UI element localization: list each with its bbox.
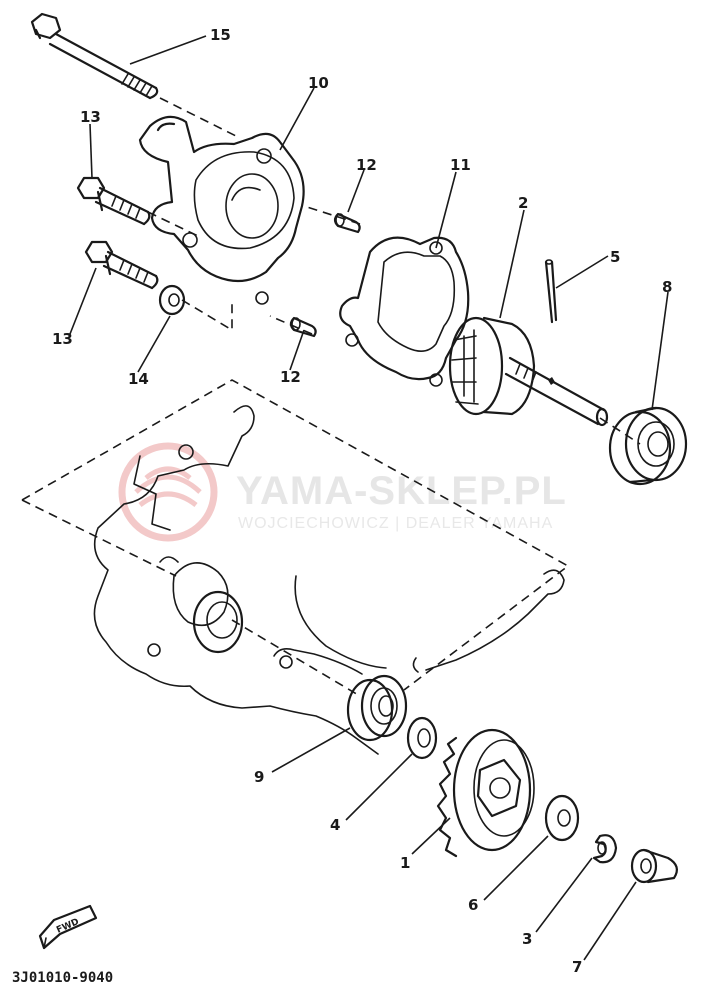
part-10-pump-housing bbox=[138, 115, 305, 305]
part-2-impeller bbox=[448, 316, 609, 427]
callout-14: 14 bbox=[128, 370, 149, 388]
part-15-long-bolt bbox=[30, 12, 159, 100]
part-4-washer bbox=[406, 716, 438, 760]
callout-15: 15 bbox=[210, 26, 231, 44]
part-code: 3J01010-9040 bbox=[12, 970, 113, 986]
assembly-guide-lines bbox=[21, 97, 641, 697]
callout-5: 5 bbox=[610, 248, 620, 266]
callout-labels: 15 10 13 13 12 12 11 2 5 8 14 9 4 1 6 3 … bbox=[52, 26, 672, 976]
callout-leaders bbox=[69, 35, 669, 961]
part-5-pin bbox=[544, 259, 558, 324]
callout-10: 10 bbox=[308, 74, 329, 92]
part-13-bolt-lower bbox=[84, 240, 159, 290]
watermark-brand: YAMA-SKLEP.PL bbox=[236, 469, 567, 513]
part-11-gasket bbox=[339, 236, 470, 387]
part-7-collar bbox=[630, 848, 679, 884]
callout-12-upper: 12 bbox=[356, 156, 377, 174]
callout-11: 11 bbox=[450, 156, 471, 174]
callout-7: 7 bbox=[572, 958, 582, 976]
part-3-circlip bbox=[592, 834, 618, 864]
part-12-dowel-lower bbox=[289, 316, 317, 338]
callout-13-upper: 13 bbox=[80, 108, 101, 126]
callout-9: 9 bbox=[254, 768, 264, 786]
callout-8: 8 bbox=[662, 278, 672, 296]
watermark: YAMA-SKLEP.PL WOJCIECHOWICZ | DEALER YAM… bbox=[118, 442, 567, 542]
callout-4: 4 bbox=[330, 816, 340, 834]
watermark-tagline: WOJCIECHOWICZ | DEALER YAMAHA bbox=[238, 515, 553, 532]
fwd-arrow-icon: FWD bbox=[38, 904, 98, 950]
callout-6: 6 bbox=[468, 896, 478, 914]
callout-13-lower: 13 bbox=[52, 330, 73, 348]
part-13-bolt-upper bbox=[76, 176, 151, 226]
part-6-washer bbox=[544, 794, 580, 842]
callout-1: 1 bbox=[400, 854, 410, 872]
fwd-label: FWD bbox=[55, 917, 81, 936]
part-14-washer bbox=[158, 284, 186, 316]
crankcase-outline bbox=[93, 405, 565, 755]
part-8-bearing bbox=[608, 406, 688, 486]
callout-12-lower: 12 bbox=[280, 368, 301, 386]
callout-2: 2 bbox=[518, 194, 528, 212]
part-9-bearing bbox=[346, 674, 408, 742]
watermark-logo-icon bbox=[118, 442, 218, 542]
callout-3: 3 bbox=[522, 930, 532, 948]
part-1-gear bbox=[436, 728, 535, 858]
